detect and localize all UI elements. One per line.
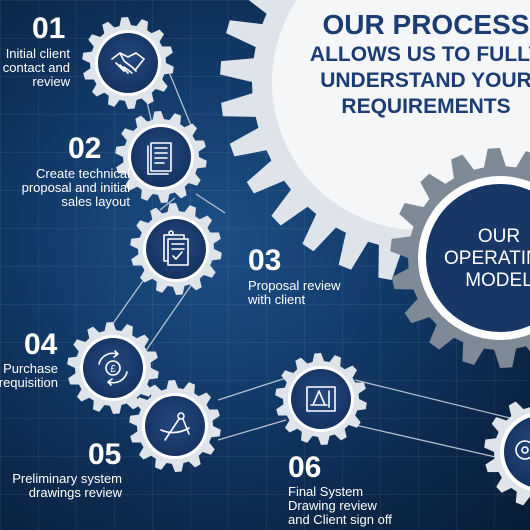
blueprint-icon — [306, 386, 336, 412]
step-03-number: 03 — [248, 244, 282, 277]
operating-model-label: OUR OPERATING MODEL — [444, 226, 530, 292]
step-02-number: 02 — [68, 132, 102, 165]
operating-model-gear — [390, 148, 530, 368]
step-05-number: 05 — [88, 438, 122, 471]
step-06-gear — [275, 353, 367, 445]
step-04-gear — [67, 322, 159, 414]
step-04-label: Purchase requisition — [0, 361, 58, 390]
model-line-2: OPERATING — [444, 248, 530, 269]
connector-lines — [99, 49, 511, 459]
model-line-3: MODEL — [465, 270, 530, 291]
documents-check-icon — [163, 230, 189, 266]
title-line-4: REQUIREMENTS — [341, 95, 511, 118]
svg-text:£: £ — [110, 364, 116, 375]
step-04-number: 04 — [24, 328, 58, 361]
compass-icon — [160, 412, 190, 441]
step-02-gear — [115, 111, 207, 203]
currency-exchange-icon: £ — [98, 350, 128, 386]
handshake-icon — [111, 52, 145, 74]
title-heading: OUR PROCESS ALLOWS US TO FULLY UNDERSTAN… — [296, 8, 530, 120]
document-icon — [147, 142, 172, 175]
step-02-label: Create technical proposal and initial sa… — [21, 166, 130, 209]
step-05-label: Preliminary system drawings review — [12, 471, 122, 500]
step-01-number: 01 — [32, 12, 66, 45]
step-06-label: Final System Drawing review and Client s… — [288, 484, 392, 527]
settings-icon — [515, 440, 530, 460]
step-06-number: 06 — [288, 451, 322, 484]
title-line-1: OUR PROCESS — [322, 9, 530, 40]
title-line-3: UNDERSTAND YOUR — [320, 69, 530, 92]
step-03-label: Proposal review with client — [248, 278, 341, 307]
title-line-2: ALLOWS US TO FULLY — [309, 43, 530, 66]
model-line-1: OUR — [477, 226, 521, 247]
step-01-label: Initial client contact and review — [2, 46, 70, 89]
